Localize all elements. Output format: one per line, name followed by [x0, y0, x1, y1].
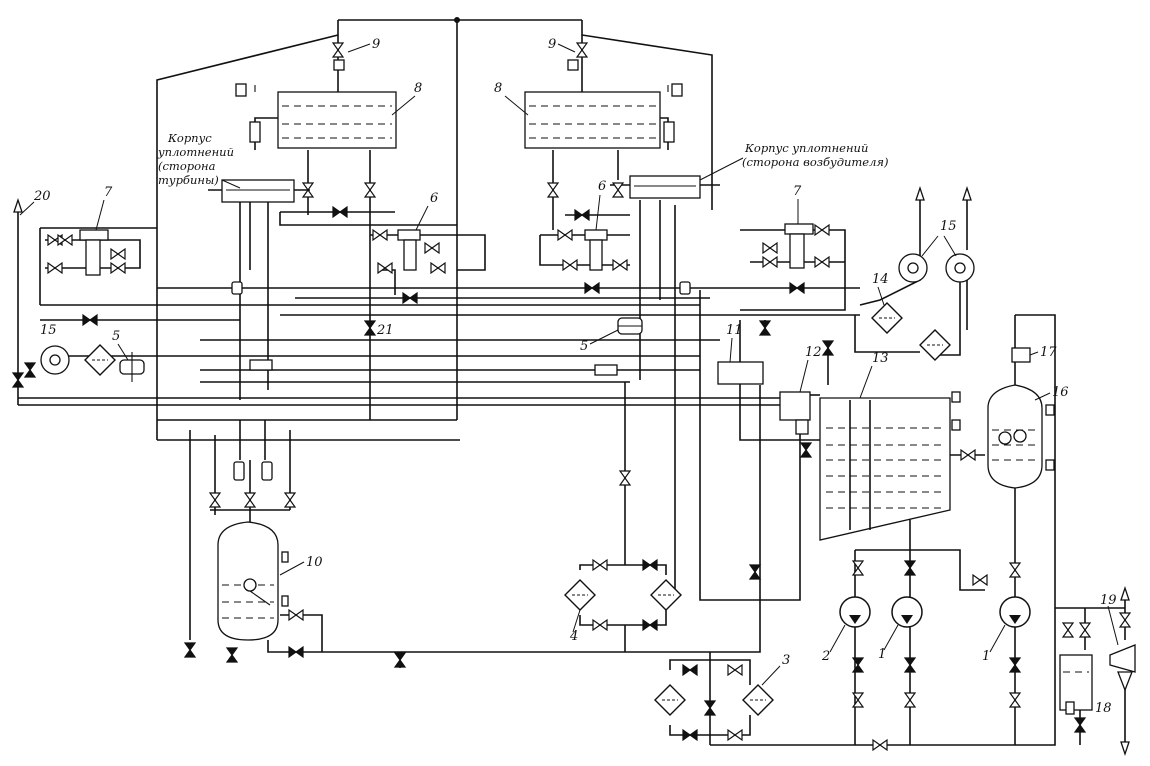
- filter-14: [871, 302, 903, 334]
- seal-housing-turbine-side: [221, 179, 295, 203]
- filter-3-right: [742, 684, 774, 716]
- caption-left-line-2: уплотнений: [157, 145, 234, 159]
- valve-9-left: [332, 42, 345, 71]
- label-8-left: 8: [414, 81, 422, 96]
- label-9-right: 9: [548, 37, 556, 52]
- label-6-left: 6: [430, 191, 438, 206]
- regulator-7-right: [784, 223, 814, 269]
- label-15-left: 15: [40, 323, 57, 338]
- caption-right-line-2: (сторона возбудителя): [742, 155, 889, 169]
- pump-2: [839, 596, 871, 628]
- caption-left-line-1: Корпус: [167, 131, 212, 145]
- label-20: 20: [33, 189, 51, 204]
- label-7-left: 7: [104, 185, 113, 200]
- valve-9-right: [567, 42, 588, 71]
- label-17: 17: [1040, 345, 1057, 360]
- caption-left-housing: Корпус уплотнений (сторона турбины): [157, 131, 241, 189]
- label-7-right: 7: [793, 184, 802, 199]
- filter-4-left: [564, 579, 596, 611]
- tank-13: [819, 391, 961, 541]
- label-16: 16: [1052, 385, 1069, 400]
- regulator-7-left: [79, 229, 109, 276]
- label-5-right: 5: [580, 339, 588, 354]
- regulator-6-right: [584, 229, 608, 271]
- label-2: 2: [821, 649, 830, 664]
- label-9-left: 9: [372, 37, 380, 52]
- label-11: 11: [726, 323, 743, 338]
- label-19: 19: [1100, 593, 1117, 608]
- pump-1-middle: [891, 596, 923, 628]
- unit-11: [717, 361, 764, 385]
- labels: 9 9 8 8 6 6 7 7 20 15 15 5 5 21 10 11 12…: [19, 37, 1119, 716]
- label-3: 3: [782, 653, 790, 668]
- caption-right-housing: Корпус уплотнений (сторона возбудителя): [699, 141, 889, 181]
- damper-tank-left: [235, 83, 397, 149]
- label-12: 12: [805, 345, 822, 360]
- label-10: 10: [306, 555, 323, 570]
- label-15-right: 15: [940, 219, 957, 234]
- tank-16: [987, 384, 1055, 489]
- label-8-right: 8: [494, 81, 502, 96]
- label-1-right: 1: [982, 649, 990, 664]
- label-5-left: 5: [112, 329, 120, 344]
- regulator-6-left: [397, 229, 421, 271]
- caption-right-line-1: Корпус уплотнений: [744, 141, 868, 155]
- filter-3-left: [654, 684, 686, 716]
- label-4: 4: [569, 629, 578, 644]
- unit-17: [1011, 347, 1031, 363]
- caption-left-line-4: турбины): [158, 173, 219, 187]
- fan-15-right-a: [898, 253, 928, 283]
- filter-4-right: [650, 579, 682, 611]
- seal-housing-exciter-side: [629, 175, 701, 199]
- pump-1-right: [999, 596, 1031, 628]
- unit-18: [1059, 654, 1093, 715]
- label-14: 14: [872, 272, 889, 287]
- ejector-19: [1109, 644, 1136, 692]
- label-13: 13: [872, 351, 889, 366]
- unit-5-left: [119, 352, 145, 382]
- damper-tank-right: [524, 83, 683, 149]
- fan-15-left: [40, 345, 70, 375]
- label-18: 18: [1095, 701, 1112, 716]
- tank-10: [217, 521, 289, 641]
- label-1-middle: 1: [878, 647, 886, 662]
- label-6-right: 6: [598, 179, 606, 194]
- fan-15-right-b: [945, 253, 975, 283]
- unit-5-right: [617, 317, 643, 335]
- unit-12: [779, 391, 811, 435]
- label-21: 21: [376, 323, 394, 338]
- caption-left-line-3: (сторона: [158, 159, 216, 173]
- filter-15-left: [84, 344, 116, 376]
